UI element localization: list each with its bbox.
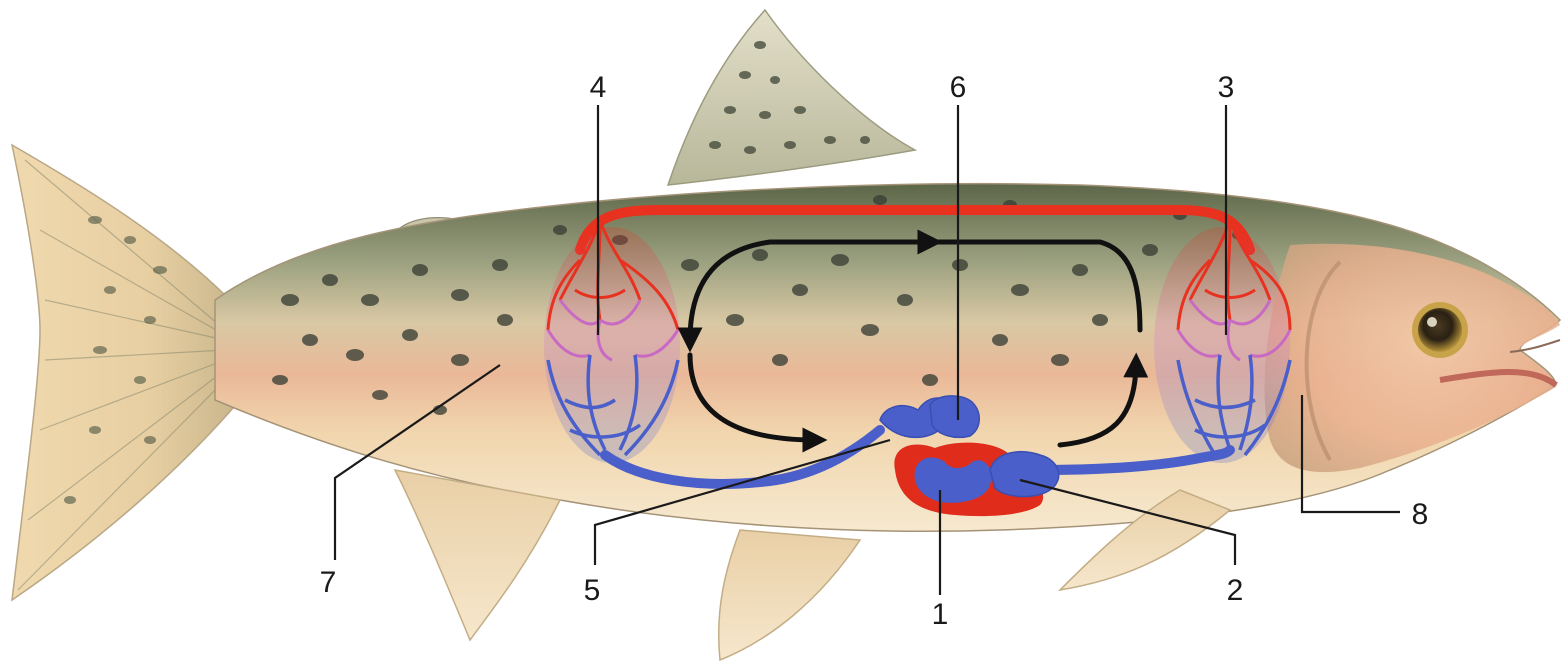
fish-head [1265,244,1560,472]
tail-fin [12,145,240,600]
bulbus-arteriosus [930,396,979,438]
callout-label-6: 6 [950,71,967,104]
atrium [990,452,1059,497]
callout-label-5: 5 [584,574,601,607]
callout-label-7: 7 [320,566,337,599]
pelvic-fin [395,470,560,640]
eye-icon [1412,302,1468,358]
anal-fin [719,530,860,660]
dorsal-fin [668,10,915,185]
callout-label-2: 2 [1227,574,1244,607]
callout-label-1: 1 [932,598,949,631]
callout-label-8: 8 [1412,498,1429,531]
callout-label-4: 4 [590,71,607,104]
callout-label-3: 3 [1218,71,1235,104]
